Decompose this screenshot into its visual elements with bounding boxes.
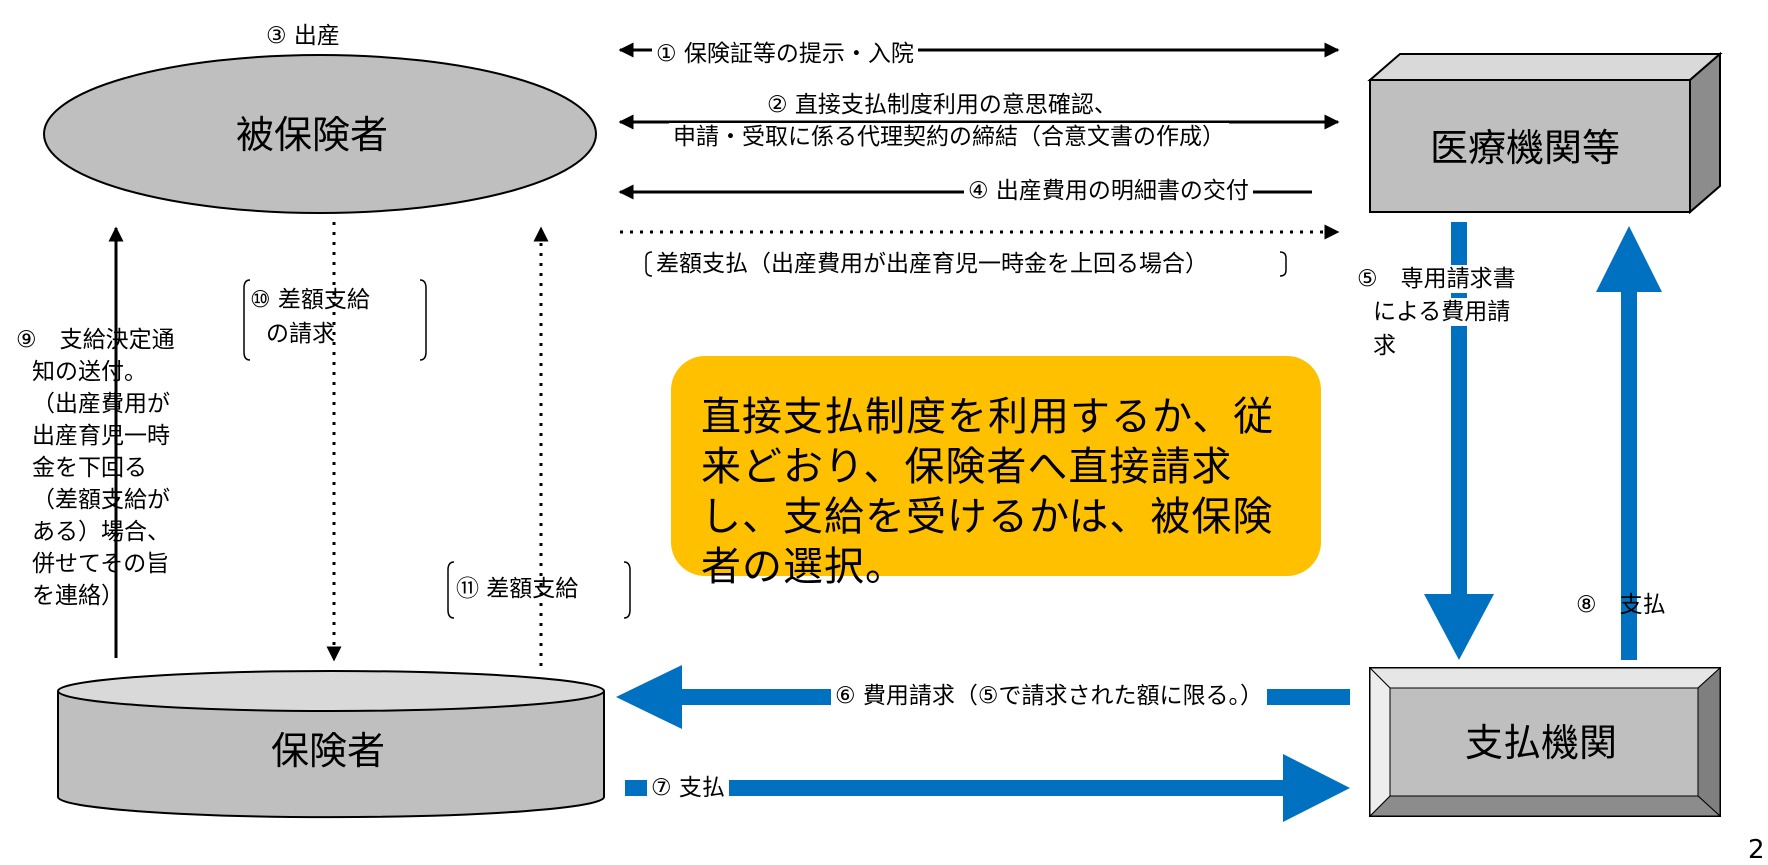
insurer-cylinder [57, 670, 605, 819]
insured-ellipse [43, 54, 597, 214]
insured-label: 被保険者 [236, 113, 389, 157]
step-9-line-6: （差額支給が [32, 487, 170, 513]
step-5-line-2: による費用請 [1369, 298, 1515, 326]
payment-agency-box [1368, 666, 1722, 818]
step-9-line-9: を連絡） [32, 583, 124, 609]
step-9-line-7: ある）場合、 [32, 519, 170, 545]
step-11-label: ⑪ 差額支給 [456, 576, 579, 602]
step-9-line-4: 出産育児一時 [32, 423, 170, 449]
step-10-line-2: の請求 [266, 321, 335, 347]
step-6-label: ⑥ 費用請求（⑤で請求された額に限る。） [831, 682, 1268, 710]
insurer-label: 保険者 [271, 729, 386, 773]
payment-agency-label: 支払機関 [1465, 721, 1618, 765]
step-9-line-2: 知の送付。 [32, 359, 147, 385]
step-9-line-1: ⑨ 支給決定通 [16, 327, 175, 353]
diff-payment-label: 差額支払（出産費用が出産育児一時金を上回る場合） [656, 251, 1208, 277]
bracket-step-10 [243, 279, 427, 361]
medical-institution-box [1367, 51, 1723, 215]
step-3-label: ③ 出産 [266, 23, 340, 49]
step-9-line-5: 金を下回る [32, 455, 147, 481]
step-9-line-8: 併せてその旨 [32, 551, 170, 577]
step-2-line-2: 申請・受取に係る代理契約の締結（合意文書の作成） [669, 123, 1229, 151]
step-10-line-1: ⑩ 差額支給 [250, 287, 370, 313]
step-1-label: ① 保険証等の提示・入院 [652, 40, 918, 68]
selection-callout: 直接支払制度を利用するか、従来どおり、保険者へ直接請求し、支給を受けるかは、被保… [671, 356, 1321, 590]
bracket-diff-payment [645, 251, 1287, 277]
step-5-line-1: ⑤ 専用請求書 [1353, 265, 1520, 293]
bracket-step-11 [447, 561, 631, 619]
blue-arrow-step-8 [1596, 226, 1662, 660]
page-number: 2 [1748, 835, 1765, 865]
step-7-label: ⑦ 支払 [647, 774, 729, 802]
step-4-label: ④ 出産費用の明細書の交付 [964, 177, 1253, 205]
step-5-line-3: 求 [1373, 333, 1396, 359]
blue-arrow-step-7 [625, 754, 1350, 822]
step-8-label: ⑧ 支払 [1576, 592, 1666, 618]
step-2-line-1: ② 直接支払制度利用の意思確認、 [763, 91, 1121, 119]
step-9-line-3: （出産費用が [32, 391, 170, 417]
medical-institution-label: 医療機関等 [1430, 126, 1621, 170]
